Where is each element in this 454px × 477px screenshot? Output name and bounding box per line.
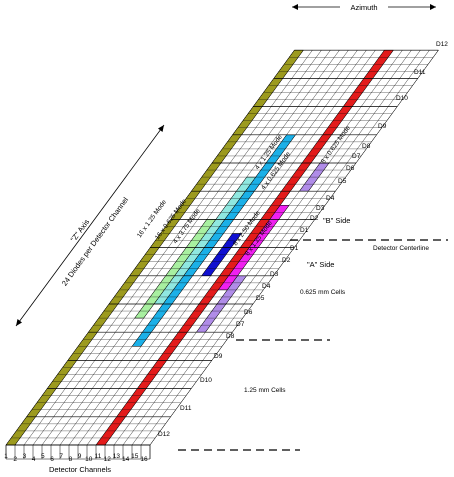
- channel-number: 1: [4, 453, 8, 460]
- grid-lines: [5, 49, 439, 459]
- channel-number: 12: [104, 456, 112, 463]
- channel-number: 16: [140, 456, 148, 463]
- row-label: D2: [282, 257, 291, 264]
- channel-number: 5: [41, 453, 45, 460]
- channel-number: 9: [78, 453, 82, 460]
- azimuth-arrow: Azimuth: [292, 1, 436, 12]
- cells-0625-label: 0.625 mm Cells: [300, 289, 346, 296]
- row-label: D3: [316, 205, 325, 212]
- channel-number: 6: [50, 456, 54, 463]
- row-label: D4: [326, 195, 335, 202]
- row-label: D3: [270, 271, 279, 278]
- row-label: D5: [338, 178, 347, 185]
- row-label: D8: [362, 143, 371, 150]
- row-label: D6: [244, 309, 253, 316]
- channel-number: 13: [113, 453, 121, 460]
- channel-number: 8: [69, 456, 73, 463]
- detector-channels-label: Detector Channels: [49, 465, 111, 474]
- reference-dashes: [178, 239, 448, 451]
- row-label: D6: [346, 165, 355, 172]
- row-label: D1: [290, 245, 299, 252]
- row-label: D2: [310, 215, 319, 222]
- row-labels: D12D11D10D9D8D7D6D5D4D3D2D1D1D2D3D4D5D6D…: [158, 41, 448, 438]
- row-label: D10: [200, 377, 212, 384]
- z-axis-sublabel: 24 Diodes per Detector Channel: [60, 195, 130, 287]
- a-side-label: "A" Side: [307, 260, 334, 269]
- row-label: D8: [226, 333, 235, 340]
- channel-number: 2: [13, 456, 17, 463]
- cells-125-label: 1.25 mm Cells: [244, 387, 286, 394]
- channel-number: 14: [122, 456, 130, 463]
- row-label: D1: [300, 227, 309, 234]
- channel-number: 4: [32, 456, 36, 463]
- row-label: D7: [236, 321, 245, 328]
- detector-centerline-label: Detector Centerline: [373, 245, 429, 252]
- row-label: D11: [180, 405, 192, 412]
- row-label: D7: [352, 153, 361, 160]
- row-label: D10: [396, 95, 408, 102]
- channel-number: 11: [95, 453, 102, 460]
- row-label: D9: [378, 123, 387, 130]
- channel-number: 3: [23, 453, 27, 460]
- azimuth-label: Azimuth: [350, 3, 377, 12]
- channel-number: 7: [59, 453, 63, 460]
- row-label: D12: [436, 41, 448, 48]
- row-label: D9: [214, 353, 223, 360]
- b-side-label: "B" Side: [323, 216, 350, 225]
- channel-number: 15: [131, 453, 139, 460]
- row-label: D4: [262, 283, 271, 290]
- row-label: D5: [256, 295, 265, 302]
- row-label: D12: [158, 431, 170, 438]
- row-label: D11: [414, 69, 426, 76]
- channel-number: 10: [85, 456, 93, 463]
